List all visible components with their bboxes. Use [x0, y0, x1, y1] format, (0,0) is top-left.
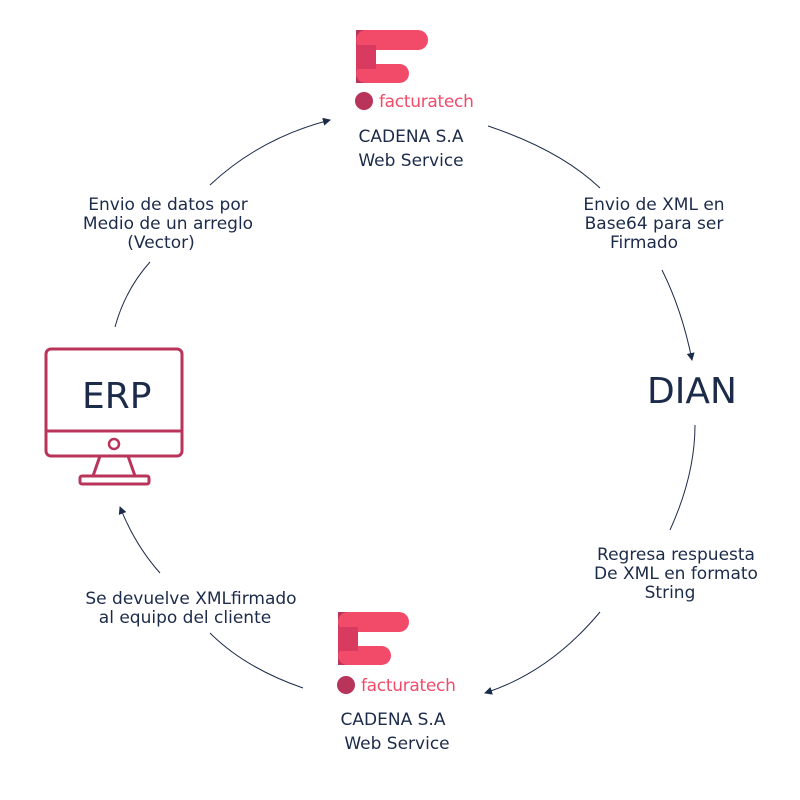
- top-service-name: CADENA S.A: [358, 127, 464, 147]
- edge-label-bottom-to-erp-1: Se devuelve XMLfirmado: [85, 589, 297, 609]
- edge-label-erp-to-top-3: (Vector): [127, 233, 195, 253]
- arrow-dian-down-segment: [669, 424, 696, 531]
- brand-name-top: facturatech: [379, 92, 474, 112]
- edge-label-dian-to-bottom-3: String: [644, 583, 696, 603]
- erp-label: ERP: [82, 376, 152, 417]
- bottom-service-name: CADENA S.A: [340, 710, 446, 730]
- edge-label-top-to-dian-3: Firmado: [609, 233, 679, 253]
- arrow-erp-to-top: [209, 117, 331, 186]
- top-service-type: Web Service: [358, 151, 464, 171]
- edge-label-bottom-to-erp-2: al equipo del cliente: [98, 608, 272, 628]
- dian-label: DIAN: [647, 371, 737, 412]
- edge-label-dian-to-bottom-2: De XML en formato: [594, 564, 758, 584]
- edge-label-dian-to-bottom-1: Regresa respuesta: [597, 545, 755, 565]
- brand-name-bottom: facturatech: [361, 676, 456, 696]
- arrow-dian-to-bottom: [484, 611, 601, 695]
- arrow-bottom-to-left-segment: [209, 632, 304, 689]
- arrow-to-erp: [118, 506, 161, 574]
- edge-label-top-to-dian-1: Envio de XML en: [583, 195, 725, 215]
- edge-label-erp-to-top-1: Envio de datos por: [88, 195, 248, 215]
- bottom-service-type: Web Service: [344, 734, 450, 754]
- arrow-to-dian: [661, 269, 695, 361]
- arrow-top-to-right-segment: [487, 125, 601, 189]
- edge-label-erp-to-top-2: Medio de un arreglo: [82, 214, 254, 234]
- edge-label-top-to-dian-2: Base64 para ser: [584, 214, 724, 234]
- arrow-left-upper-segment: [114, 261, 151, 328]
